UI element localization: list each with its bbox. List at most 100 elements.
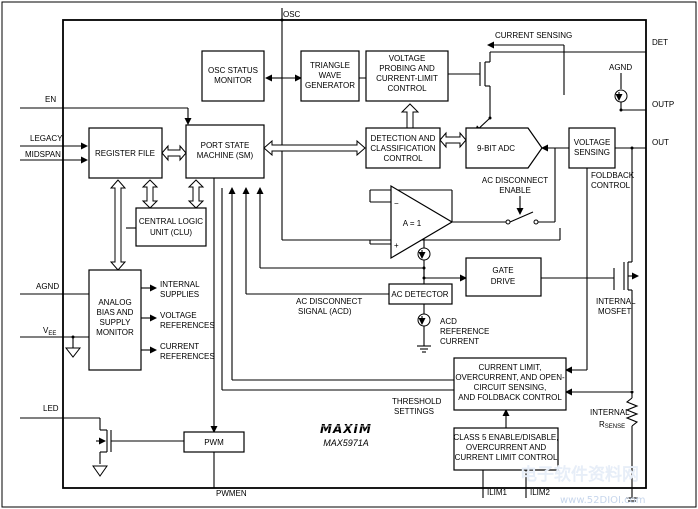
svg-text:CONTROL: CONTROL <box>387 84 427 93</box>
pin-en: EN <box>45 95 56 104</box>
bus-register-clu <box>141 179 159 209</box>
label-threshold-2: SETTINGS <box>394 407 434 416</box>
bus-detection-adc <box>439 131 467 149</box>
central-logic-unit: CENTRAL LOGIC UNIT (CLU) <box>135 207 207 247</box>
svg-text:CENTRAL LOGIC: CENTRAL LOGIC <box>139 217 203 226</box>
gate-drive: GATE DRIVE <box>465 257 542 297</box>
svg-text:DETECTION AND: DETECTION AND <box>371 134 436 143</box>
pin-det: DET <box>652 38 668 47</box>
label-current-sensing: CURRENT SENSING <box>495 31 572 40</box>
watermark-url: www.52DIOI.com <box>560 495 646 506</box>
svg-text:MONITOR: MONITOR <box>96 328 134 337</box>
pin-agnd-left: AGND <box>36 282 59 291</box>
label-voltage-references-2: REFERENCES <box>160 321 215 330</box>
svg-text:CURRENT-LIMIT: CURRENT-LIMIT <box>376 74 438 83</box>
svg-text:REGISTER FILE: REGISTER FILE <box>95 149 155 158</box>
svg-text:ANALOG: ANALOG <box>98 298 131 307</box>
detection-classification: DETECTION AND CLASSIFICATION CONTROL <box>365 127 441 169</box>
pwm-block: PWM <box>183 431 245 453</box>
pin-agnd-right: AGND <box>609 63 632 72</box>
svg-text:MACHINE (SM): MACHINE (SM) <box>197 151 254 160</box>
bus-register-analog <box>109 179 127 271</box>
label-acd-ref-3: CURRENT <box>440 337 479 346</box>
svg-text:UNIT (CLU): UNIT (CLU) <box>150 228 192 237</box>
svg-text:SENSING: SENSING <box>574 148 610 157</box>
label-internal-mosfet-2: MOSFET <box>598 307 631 316</box>
svg-text:GENERATOR: GENERATOR <box>305 81 355 90</box>
label-internal-mosfet-1: INTERNAL <box>596 297 636 306</box>
svg-text:AC DETECTOR: AC DETECTOR <box>391 290 448 299</box>
part-number: MAX5971A <box>323 438 369 448</box>
svg-text:−: − <box>394 199 399 208</box>
svg-text:BIAS AND: BIAS AND <box>97 308 134 317</box>
label-acd-signal-1: AC DISCONNECT <box>296 297 362 306</box>
svg-text:OVERCURRENT, AND OPEN-: OVERCURRENT, AND OPEN- <box>455 373 565 382</box>
watermark-text: 电子软件资料网 <box>520 464 639 485</box>
register-file: REGISTER FILE <box>88 127 163 179</box>
svg-text:MAXIM: MAXIM <box>320 422 372 436</box>
svg-text:CURRENT LIMIT,: CURRENT LIMIT, <box>479 363 542 372</box>
maxim-logo: MAXIM <box>318 422 374 436</box>
svg-text:MONITOR: MONITOR <box>214 76 252 85</box>
label-acd-ref-2: REFERENCE <box>440 327 489 336</box>
voltage-sensing: VOLTAGE SENSING <box>568 127 616 169</box>
svg-text:OSC STATUS: OSC STATUS <box>208 66 258 75</box>
pin-legacy: LEGACY <box>30 134 63 143</box>
pin-midspan: MIDSPAN <box>25 150 61 159</box>
current-limit-block: CURRENT LIMIT, OVERCURRENT, AND OPEN- CI… <box>453 357 567 411</box>
opamp-buffer: A = 1 − + <box>390 184 454 260</box>
class5-control: CLASS 5 ENABLE/DISABLE, OVERCURRENT AND … <box>453 427 559 471</box>
ac-detector: AC DETECTOR <box>388 283 453 305</box>
svg-text:WAVE: WAVE <box>319 71 342 80</box>
triangle-wave-generator: TRIANGLE WAVE GENERATOR <box>300 50 360 102</box>
label-internal-supplies-1: INTERNAL <box>160 280 200 289</box>
pin-ilim2: ILIM2 <box>530 488 551 497</box>
svg-text:OVERCURRENT AND: OVERCURRENT AND <box>466 443 547 452</box>
label-ac-disconnect-enable-2: ENABLE <box>499 186 531 195</box>
label-foldback-1: FOLDBACK <box>591 171 635 180</box>
pin-vee: VEE <box>43 326 56 337</box>
label-current-references-1: CURRENT <box>160 342 199 351</box>
svg-text:PORT STATE: PORT STATE <box>201 141 250 150</box>
label-ac-disconnect-enable-1: AC DISCONNECT <box>482 176 548 185</box>
svg-text:PROBING AND: PROBING AND <box>379 64 435 73</box>
svg-text:PWM: PWM <box>204 438 224 447</box>
svg-text:A = 1: A = 1 <box>403 219 422 228</box>
svg-text:SUPPLY: SUPPLY <box>100 318 132 327</box>
label-internal-rsense-2: RSENSE <box>599 420 625 430</box>
pin-outp: OUTP <box>652 100 674 109</box>
pin-pwmen: PWMEN <box>216 489 247 498</box>
bus-sm-clu <box>187 179 205 209</box>
svg-text:TRIANGLE: TRIANGLE <box>310 61 350 70</box>
svg-text:9-BIT ADC: 9-BIT ADC <box>477 144 515 153</box>
label-internal-rsense-1: INTERNAL <box>590 408 630 417</box>
pin-out: OUT <box>652 138 669 147</box>
label-threshold-1: THRESHOLD <box>392 397 442 406</box>
svg-text:+: + <box>394 241 399 250</box>
bus-sm-detection <box>263 139 366 157</box>
svg-text:GATE: GATE <box>492 266 513 275</box>
pin-ilim1: ILIM1 <box>487 488 508 497</box>
analog-bias-supply-monitor: ANALOG BIAS AND SUPPLY MONITOR <box>88 269 142 371</box>
bus-register-sm <box>161 144 187 162</box>
svg-text:DRIVE: DRIVE <box>491 277 515 286</box>
port-state-machine: PORT STATE MACHINE (SM) <box>185 124 265 179</box>
adc-9bit: 9-BIT ADC <box>465 127 543 169</box>
label-current-references-2: REFERENCES <box>160 352 215 361</box>
svg-text:CLASS 5 ENABLE/DISABLE,: CLASS 5 ENABLE/DISABLE, <box>454 433 559 442</box>
svg-text:VOLTAGE: VOLTAGE <box>574 138 611 147</box>
label-acd-ref-1: ACD <box>440 317 457 326</box>
svg-text:CLASSIFICATION: CLASSIFICATION <box>370 144 435 153</box>
svg-text:AND FOLDBACK CONTROL: AND FOLDBACK CONTROL <box>458 393 562 402</box>
chip-outline <box>62 19 647 489</box>
osc-status-monitor: OSC STATUS MONITOR <box>201 50 265 102</box>
svg-text:CONTROL: CONTROL <box>383 154 423 163</box>
label-acd-signal-2: SIGNAL (ACD) <box>298 307 352 316</box>
pin-led: LED <box>43 404 59 413</box>
svg-text:CIRCUIT SENSING,: CIRCUIT SENSING, <box>474 383 547 392</box>
label-internal-supplies-2: SUPPLIES <box>160 290 199 299</box>
voltage-probing-block: VOLTAGE PROBING AND CURRENT-LIMIT CONTRO… <box>365 50 449 102</box>
svg-text:VOLTAGE: VOLTAGE <box>389 54 426 63</box>
